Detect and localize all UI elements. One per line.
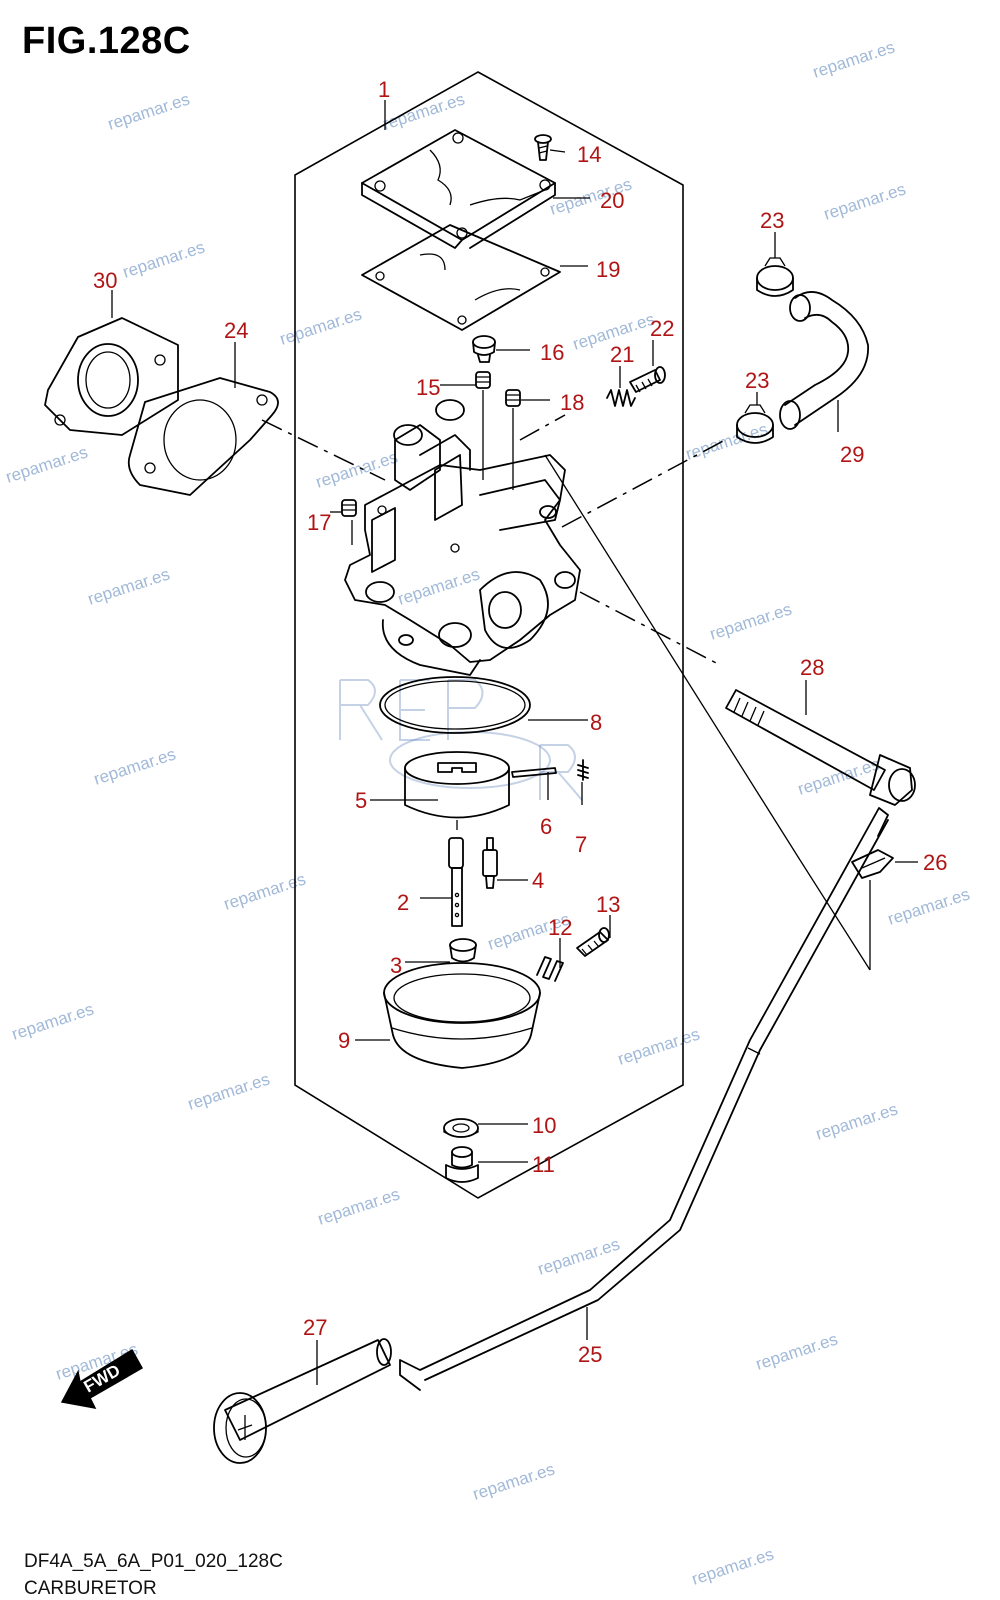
watermark-text: repamar.es xyxy=(813,1099,900,1143)
callout-6: 6 xyxy=(540,814,552,839)
part-30-insulator xyxy=(44,317,179,436)
callout-20: 20 xyxy=(600,188,624,213)
watermark-text: repamar.es xyxy=(91,744,178,788)
watermark-text: repamar.es xyxy=(753,1329,840,1373)
watermark-text: repamar.es xyxy=(9,999,96,1043)
figure-title: FIG.128C xyxy=(22,20,191,62)
part-20-gasket-plate xyxy=(361,129,556,249)
callout-24: 24 xyxy=(224,318,248,343)
watermark-text: repamar.es xyxy=(85,564,172,608)
part-8-o-ring xyxy=(379,676,531,734)
part-14-screw xyxy=(534,134,552,161)
callout-2: 2 xyxy=(397,890,409,915)
callout-1: 1 xyxy=(378,77,390,102)
callout-11: 11 xyxy=(532,1152,555,1177)
part-18-plug xyxy=(505,389,521,407)
watermark-text: repamar.es xyxy=(810,37,897,81)
carburetor-body xyxy=(344,399,581,676)
callout-21: 21 xyxy=(610,342,634,367)
callout-8: 8 xyxy=(590,710,602,735)
callout-labels: 1 2 3 4 5 6 7 8 9 10 11 12 13 14 15 16 1… xyxy=(93,77,947,1367)
part-10-washer xyxy=(443,1118,479,1138)
leader-lines xyxy=(111,100,918,1385)
alignment-line xyxy=(561,439,726,528)
callout-15: 15 xyxy=(416,375,440,400)
part-19-gasket xyxy=(361,224,561,331)
callout-7: 7 xyxy=(575,832,587,857)
part-15-plug xyxy=(475,371,491,389)
watermark-text: repamar.es xyxy=(313,447,400,491)
callout-10: 10 xyxy=(532,1113,556,1138)
part-24-gasket xyxy=(127,377,279,496)
part-16-screw xyxy=(472,335,496,363)
callout-29: 29 xyxy=(840,442,864,467)
watermark-text: repamar.es xyxy=(689,1544,776,1588)
part-4-needle-valve xyxy=(482,837,498,889)
callout-13: 13 xyxy=(596,892,620,917)
callout-5: 5 xyxy=(355,788,367,813)
callout-23-upper: 23 xyxy=(760,208,784,233)
callout-28: 28 xyxy=(800,655,824,680)
callout-14: 14 xyxy=(577,142,601,167)
model-code: DF4A_5A_6A_P01_020_128C xyxy=(24,1551,283,1572)
part-2-jet xyxy=(448,837,464,927)
part-6-float-pin xyxy=(511,767,557,778)
watermark-text: repamar.es xyxy=(185,1069,272,1113)
part-25-choke-rod xyxy=(399,807,889,1391)
watermark-text: repamar.es xyxy=(885,884,972,928)
callout-12: 12 xyxy=(548,915,572,940)
part-23-clamp-upper xyxy=(756,257,794,297)
part-23-clamp-lower xyxy=(736,404,774,444)
watermark-text: repamar.es xyxy=(470,1459,557,1503)
watermark-text: repamar.es xyxy=(707,599,794,643)
part-11-drain-screw xyxy=(445,1146,479,1183)
watermark-text: repamar.es xyxy=(3,442,90,486)
part-28-bolt xyxy=(725,689,916,806)
watermark-text: repamar.es xyxy=(277,304,364,348)
part-27-choke-knob xyxy=(213,1338,392,1464)
alignment-line xyxy=(519,414,566,441)
part-5-float xyxy=(404,751,510,830)
watermark-text: repamar.es xyxy=(821,179,908,223)
part-7-clip xyxy=(577,759,589,781)
callout-26: 26 xyxy=(923,850,947,875)
watermark-text: repamar.es xyxy=(105,89,192,133)
assembly-frame xyxy=(294,71,684,1199)
watermark-text: repamar.es xyxy=(315,1184,402,1228)
part-13-screw xyxy=(576,927,610,957)
callout-17: 17 xyxy=(307,510,331,535)
part-22-screw xyxy=(629,366,666,393)
watermark-text: repamar.es xyxy=(615,1024,702,1068)
callout-22: 22 xyxy=(650,316,674,341)
callout-23-lower: 23 xyxy=(745,368,769,393)
watermark-text: repamar.es xyxy=(683,419,770,463)
part-29-fuel-hose xyxy=(779,291,869,430)
callout-4: 4 xyxy=(532,868,544,893)
watermark-text: repamar.es xyxy=(395,564,482,608)
part-21-spring xyxy=(606,389,636,407)
watermark-text: repamar.es xyxy=(380,89,467,133)
repamar-logo-watermark xyxy=(339,679,583,801)
part-17-plug xyxy=(341,499,357,517)
part-9-float-bowl xyxy=(383,962,541,1069)
part-12-spring xyxy=(536,956,564,982)
part-3-main-jet xyxy=(449,938,477,963)
section-name: CARBURETOR xyxy=(24,1578,157,1599)
callout-9: 9 xyxy=(338,1028,350,1053)
part-26-clip xyxy=(851,849,894,879)
callout-3: 3 xyxy=(390,953,402,978)
callout-30: 30 xyxy=(93,268,117,293)
callout-25: 25 xyxy=(578,1342,602,1367)
alignment-line xyxy=(579,591,721,666)
callout-19: 19 xyxy=(596,257,620,282)
callout-27: 27 xyxy=(303,1315,327,1340)
callout-18: 18 xyxy=(560,390,584,415)
watermark-text: repamar.es xyxy=(120,237,207,281)
alignment-line xyxy=(544,454,801,861)
callout-16: 16 xyxy=(540,340,564,365)
